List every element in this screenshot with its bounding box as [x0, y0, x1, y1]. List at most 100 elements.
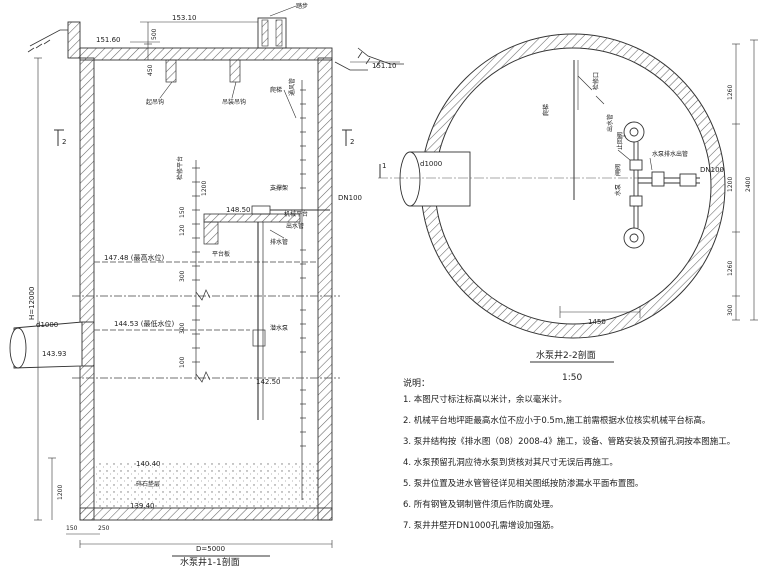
notes-block: 说明： 1. 本图尺寸标注标高以米计，余以毫米计。 2. 机械平台地坪距最高水位… — [403, 380, 748, 543]
note-item-2: 2. 机械平台地坪距最高水位不应小于0.5m,施工前需根据水位核实机械平台标高。 — [403, 416, 711, 426]
label-pump-out: 出水管 — [286, 222, 304, 230]
note-item-4: 4. 水泵预留孔洞应待水泵到货核对其尺寸无误后再施工。 — [403, 458, 618, 468]
section-mark-2-label: 1 — [382, 162, 386, 170]
label-support: 支撑架 — [270, 184, 288, 192]
label-pump-c: 闸阀 — [614, 164, 622, 176]
hatch-riser — [257, 17, 287, 49]
label-winch-left: 起吊钩 — [146, 98, 164, 106]
pump-body — [252, 329, 266, 347]
section-1-1-caption: 水泵井1-1剖面 — [180, 556, 240, 568]
top-slab — [79, 47, 333, 61]
note-item-7: 7. 泵井井壁开DN1000孔需增设加强筋。 — [403, 521, 559, 531]
pump-assembly — [623, 121, 700, 249]
pump-head — [251, 205, 271, 215]
label-pump-a: 出水管 — [606, 114, 614, 132]
hatch-riser-inner2 — [275, 19, 283, 47]
note-item-1: 1. 本图尺寸标注标高以米计，余以毫米计。 — [403, 395, 567, 405]
dim-lines-2 — [559, 39, 758, 321]
elev-148-50: 148.50 — [226, 206, 251, 214]
dim-left-120: 120 — [179, 224, 186, 236]
dim-left-300a: 300 — [179, 270, 186, 282]
section-mark-2 — [54, 129, 352, 146]
label-manifold: 水泵排水出管 — [652, 150, 688, 158]
hook-right — [229, 59, 241, 83]
dim-left-150: 150 — [179, 206, 186, 218]
elev-144-53: 144.53 (最低水位) — [114, 319, 174, 328]
ladder-rungs — [300, 80, 306, 500]
leaders-2 — [577, 75, 653, 171]
dim-right-1200: 1200 — [727, 177, 734, 192]
dim-width: D=5000 — [196, 545, 225, 553]
section-2-2: 水泵井2-2剖面 1:50 d1000 DN100 1450 1260 1200… — [378, 33, 758, 383]
section-mark-num-right: 2 — [350, 138, 354, 146]
dim-1450: 1450 — [588, 318, 606, 326]
leaders — [159, 5, 297, 239]
note-item-6: 6. 所有钢管及钢制管件须后作防腐处理。 — [403, 500, 559, 510]
right-wall — [317, 57, 333, 521]
dim-left-300b: 300 — [179, 322, 186, 334]
label-floor: 平台板 — [212, 250, 230, 258]
label-vent: 通风管 — [288, 78, 296, 96]
section-mark-num-left: 2 — [62, 138, 66, 146]
dim-lines — [34, 21, 400, 548]
label-platform-top: 检修平台 — [176, 156, 184, 180]
label-hatch-2: 检修口 — [592, 72, 600, 90]
inner-ring — [434, 47, 712, 325]
note-item-3: 3. 泵井结构按《排水图（08）2008-4》施工，设备、管路安装及预留孔洞按本… — [403, 437, 736, 447]
label-gravel: 碎石垫层 — [136, 480, 160, 488]
dim-height: H=12000 — [28, 287, 36, 320]
label-wall: 爬梯 — [270, 86, 282, 94]
inner-dim-ladder — [192, 160, 200, 380]
dim-left-100: 100 — [179, 356, 186, 368]
label-pump-b: 止回阀 — [616, 132, 624, 150]
dim-left-1200-top: 1200 — [201, 181, 208, 196]
break-mark-2 — [195, 371, 211, 383]
dim-left-1200-bottom: 1200 — [57, 485, 64, 500]
dim-right-1260b: 1260 — [727, 261, 734, 276]
dim-bottom-250: 250 — [98, 525, 110, 532]
dim-bottom-150: 150 — [66, 525, 78, 532]
inlet-pipe-2 — [399, 151, 471, 207]
label-pump-d: 水泵 — [614, 184, 622, 196]
elev-right-ground: 151.10 — [372, 62, 397, 70]
bottom-slab — [79, 507, 333, 521]
section-2-2-caption: 水泵井2-2剖面 — [536, 349, 596, 361]
dim-500: 500 — [151, 28, 158, 40]
pipe-label-1: d1000 — [36, 321, 58, 329]
hatch-riser-inner — [261, 19, 269, 47]
elev-147-48: 147.48 (最高水位) — [104, 253, 164, 262]
elev-139-40: 139.40 — [130, 502, 155, 510]
pipe-label-2: d1000 — [420, 160, 442, 168]
gravel-bed — [94, 462, 318, 508]
label-platform-edge: 机械平台 — [284, 210, 308, 218]
platform-support — [203, 221, 219, 245]
elev-142-50: 142.50 — [256, 378, 281, 386]
left-wall — [79, 57, 95, 521]
notes-heading: 说明： — [403, 379, 431, 389]
dim-right-300: 300 — [727, 304, 734, 316]
dn100-label-2: DN100 — [700, 166, 724, 174]
elev-143-93: 143.93 — [42, 350, 67, 358]
break-mark-1 — [195, 289, 211, 301]
elev-top-inner: 151.60 — [96, 36, 121, 44]
dim-right-1260a: 1260 — [727, 85, 734, 100]
label-winch-right: 吊装吊钩 — [222, 98, 246, 106]
section-1-1: 153.10 151.60 151.10 500 450 踏步 起吊钩 吊装吊钩… — [9, 2, 404, 568]
label-ladder-2: 爬梯 — [542, 104, 550, 116]
hook-left — [165, 59, 177, 83]
ground-left — [27, 29, 68, 53]
label-hatch: 踏步 — [296, 2, 308, 10]
elev-ground-top: 153.10 — [172, 14, 197, 22]
elev-140-40: 140.40 — [136, 460, 161, 468]
label-pump-body: 潜水泵 — [270, 324, 288, 332]
dim-total: 2400 — [745, 177, 752, 192]
top-slab-left-cap — [67, 21, 81, 59]
scale-label: 1:50 — [562, 373, 582, 383]
dim-450: 450 — [147, 64, 154, 76]
note-item-5: 5. 泵井位置及进水管管径详见相关图纸按防渗漏水平面布置图。 — [403, 479, 644, 489]
dn100-label: DN100 — [338, 194, 362, 202]
inlet-pipe — [9, 321, 94, 369]
label-pump-column: 排水管 — [270, 238, 288, 246]
ground-right — [334, 47, 404, 71]
